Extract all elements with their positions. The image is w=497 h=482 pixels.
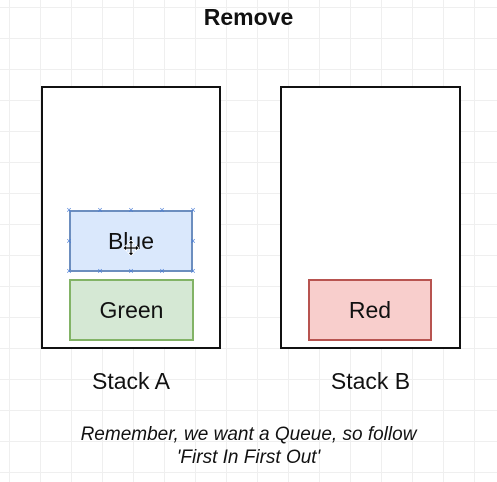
selection-handle-icon[interactable]: × [190,266,196,276]
selection-handle-icon[interactable]: × [128,205,134,215]
fifo-note: Remember, we want a Queue, so follow 'Fi… [0,423,497,469]
selection-handle-icon[interactable]: × [190,236,196,246]
selection-handle-icon[interactable]: × [159,266,165,276]
block-red-label: Red [348,296,392,323]
note-line-2: 'First In First Out' [176,447,321,468]
block-red[interactable]: Red [308,279,432,341]
selection-handle-icon[interactable]: × [97,205,103,215]
move-cursor-icon [123,240,139,256]
selection-handle-icon[interactable]: × [66,266,72,276]
block-green-label: Green [99,296,164,323]
stack-b-label: Stack B [330,368,411,394]
block-green[interactable]: Green [69,279,194,341]
stack-a-label: Stack A [92,368,170,394]
selection-handle-icon[interactable]: × [97,266,103,276]
selection-handle-icon[interactable]: × [66,236,72,246]
diagram-title: Remove [203,4,294,30]
selection-handle-icon[interactable]: × [159,205,165,215]
selection-handle-icon[interactable]: × [128,266,134,276]
selection-handle-icon[interactable]: × [66,205,72,215]
note-line-1: Remember, we want a Queue, so follow [80,424,417,445]
selection-handle-icon[interactable]: × [190,205,196,215]
